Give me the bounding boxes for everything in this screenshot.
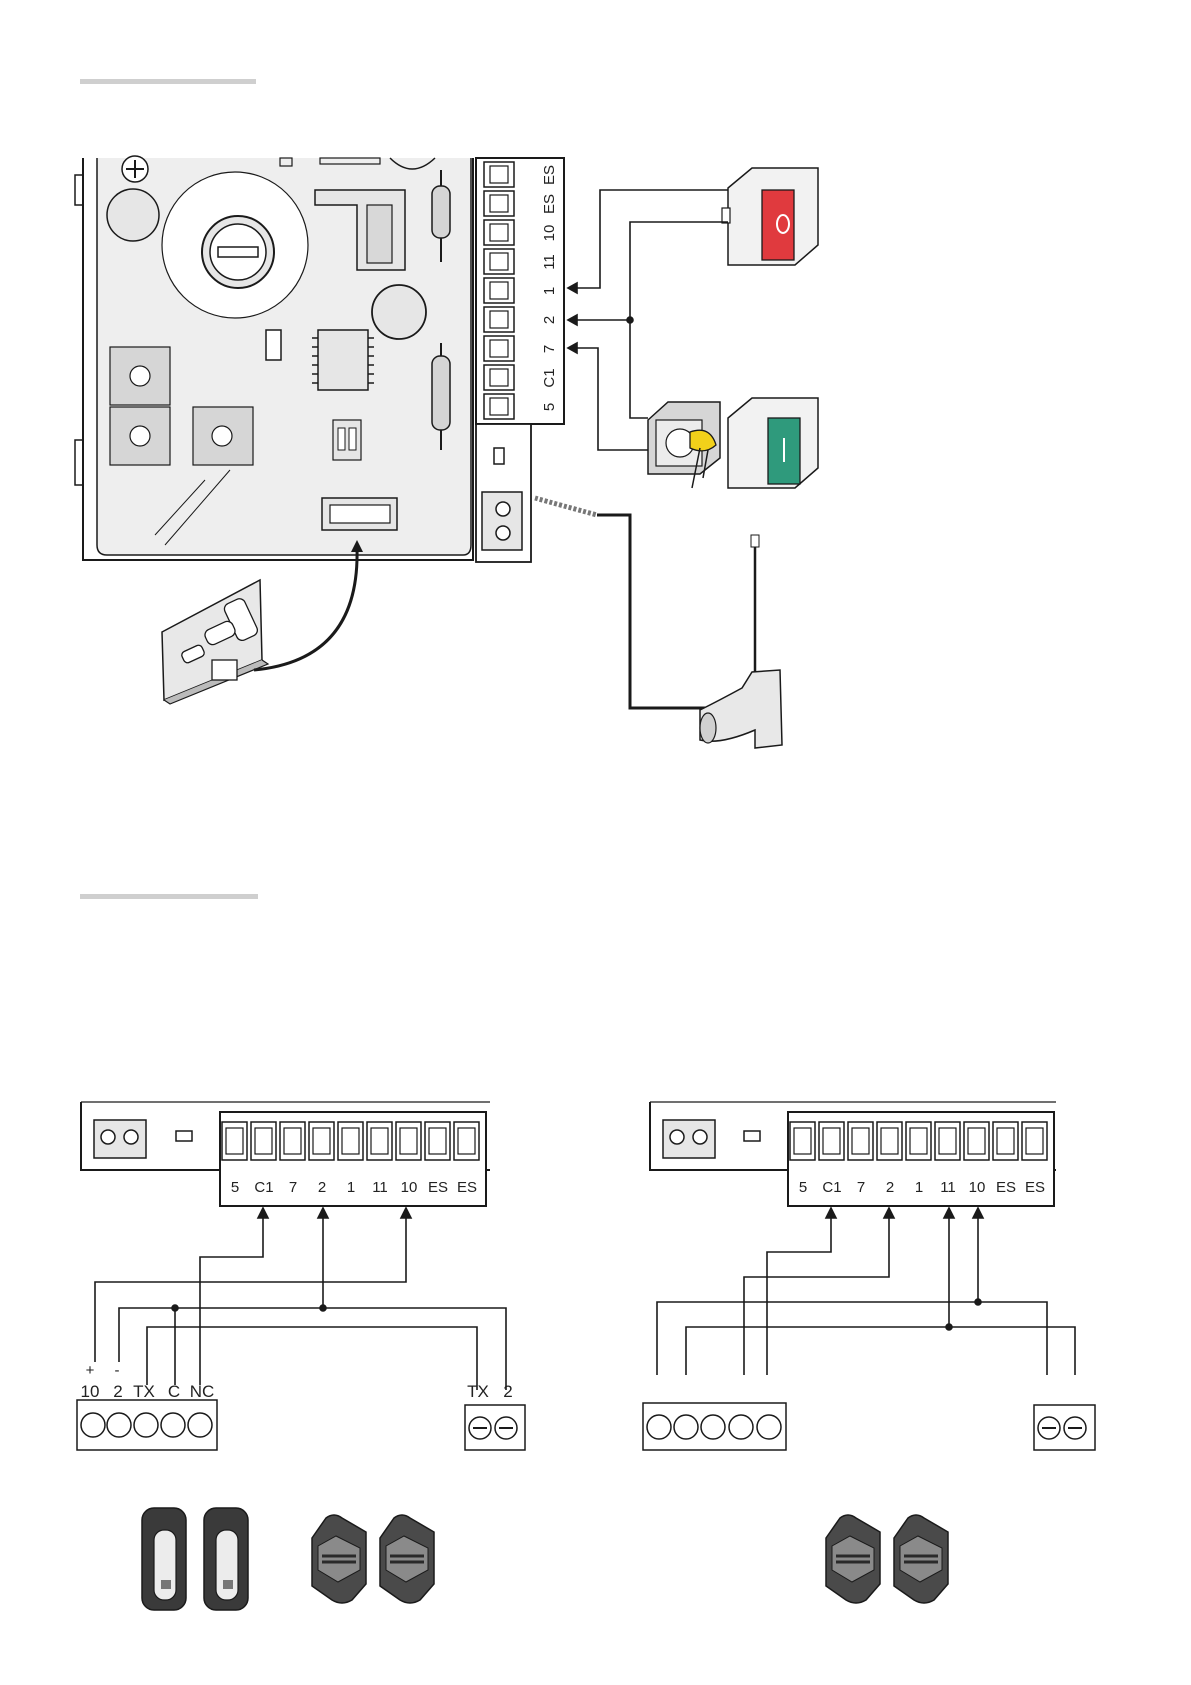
receiver-label: 10 (81, 1382, 100, 1401)
radio-receiver-card (162, 580, 268, 704)
terminal-label: 7 (857, 1179, 865, 1196)
transmitter-label: TX (467, 1382, 489, 1401)
terminal-label: 7 (541, 345, 558, 353)
terminal-label: ES (541, 165, 558, 185)
key-selector (648, 402, 720, 488)
transmitter-terminal-labels: TX 2 (467, 1382, 513, 1401)
receiver-label: TX (133, 1382, 155, 1401)
receiver-terminal-labels: 10 2 TX C NC (81, 1382, 215, 1401)
polarity-label: - (115, 1362, 120, 1379)
photocell-compact (826, 1515, 880, 1603)
photocell-compact (894, 1515, 948, 1603)
terminal-label: 10 (401, 1179, 418, 1196)
terminal-label: 1 (347, 1179, 355, 1196)
transmitter-label: 2 (503, 1382, 512, 1401)
terminal-label: 5 (799, 1179, 807, 1196)
terminal-label: 1 (541, 287, 558, 295)
terminal-label: C1 (254, 1179, 273, 1196)
photocell-tall-pair (142, 1508, 248, 1610)
terminal-label: 10 (969, 1179, 986, 1196)
terminal-label: C1 (541, 368, 558, 387)
receiver-label: 2 (113, 1382, 122, 1401)
terminal-label: 2 (541, 316, 558, 324)
photocell-compact-pairs (312, 1515, 948, 1603)
transmitter-terminal-block-right (1034, 1405, 1095, 1450)
transmitter-terminal-block-left (465, 1405, 525, 1450)
terminal-label: C1 (822, 1179, 841, 1196)
antenna (535, 498, 782, 748)
section-separator-middle (80, 894, 258, 899)
receiver-label: C (168, 1382, 180, 1401)
terminal-label: 5 (231, 1179, 239, 1196)
terminal-boxes-top (484, 162, 514, 419)
terminal-label: 11 (940, 1179, 956, 1196)
terminal-label: ES (541, 194, 558, 214)
terminal-label: 10 (541, 225, 558, 242)
section-separator-top (80, 79, 256, 84)
polarity-label: + (86, 1362, 95, 1379)
photocell-compact (380, 1515, 434, 1603)
terminal-label: 2 (886, 1179, 894, 1196)
terminal-label: 7 (289, 1179, 297, 1196)
terminal-label: 11 (372, 1179, 388, 1196)
terminal-label: 1 (915, 1179, 923, 1196)
terminal-boxes-bottom-right (790, 1122, 1047, 1160)
terminal-boxes-bottom-left (222, 1122, 479, 1160)
terminal-label: ES (996, 1179, 1016, 1196)
photocell-compact (312, 1515, 366, 1603)
bottom-left-wiring (95, 1208, 506, 1390)
receiver-label: NC (190, 1382, 215, 1401)
receiver-terminal-block-left (77, 1400, 217, 1450)
terminal-label: 2 (318, 1179, 326, 1196)
terminal-label: ES (428, 1179, 448, 1196)
receiver-terminal-block-right (643, 1403, 786, 1450)
terminal-label: 5 (541, 403, 558, 411)
terminal-label: ES (1025, 1179, 1045, 1196)
stop-push-button (722, 168, 818, 265)
terminal-label: 11 (541, 254, 558, 270)
bottom-right-wiring (657, 1208, 1075, 1375)
receiver-polarity-labels: +- (86, 1362, 120, 1379)
receiver-connection-arrow (254, 548, 357, 670)
start-push-button (728, 398, 818, 488)
terminal-label: ES (457, 1179, 477, 1196)
